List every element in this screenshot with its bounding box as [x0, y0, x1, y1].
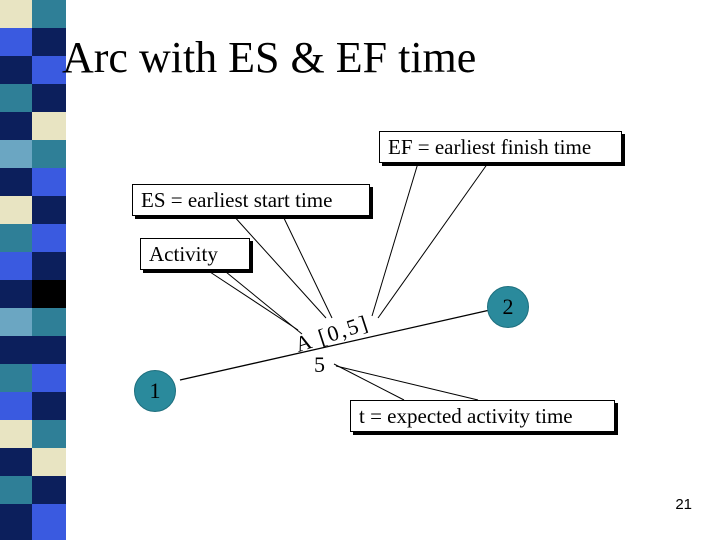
es-pointer-right — [281, 213, 333, 319]
ef-callout: EF = earliest finish time — [379, 131, 622, 163]
t-pointer-bottom — [335, 365, 479, 401]
decorative-color-strip — [0, 0, 66, 540]
activity-arc — [179, 309, 491, 381]
ef-pointer-right — [377, 162, 489, 319]
page-number: 21 — [675, 496, 692, 513]
activity-pointer-left — [209, 271, 299, 331]
t-callout: t = expected activity time — [350, 400, 615, 432]
activity-callout: Activity — [140, 238, 250, 270]
es-callout: ES = earliest start time — [132, 184, 370, 216]
arc-duration: 5 — [314, 352, 325, 377]
t-pointer-top — [333, 363, 405, 401]
activity-pointer-right — [225, 271, 303, 335]
node-start: 1 — [134, 370, 176, 412]
node-end: 2 — [487, 286, 529, 328]
slide-title: Arc with ES & EF time — [62, 33, 477, 82]
ef-pointer-left — [371, 162, 419, 317]
es-pointer-left — [231, 213, 327, 319]
